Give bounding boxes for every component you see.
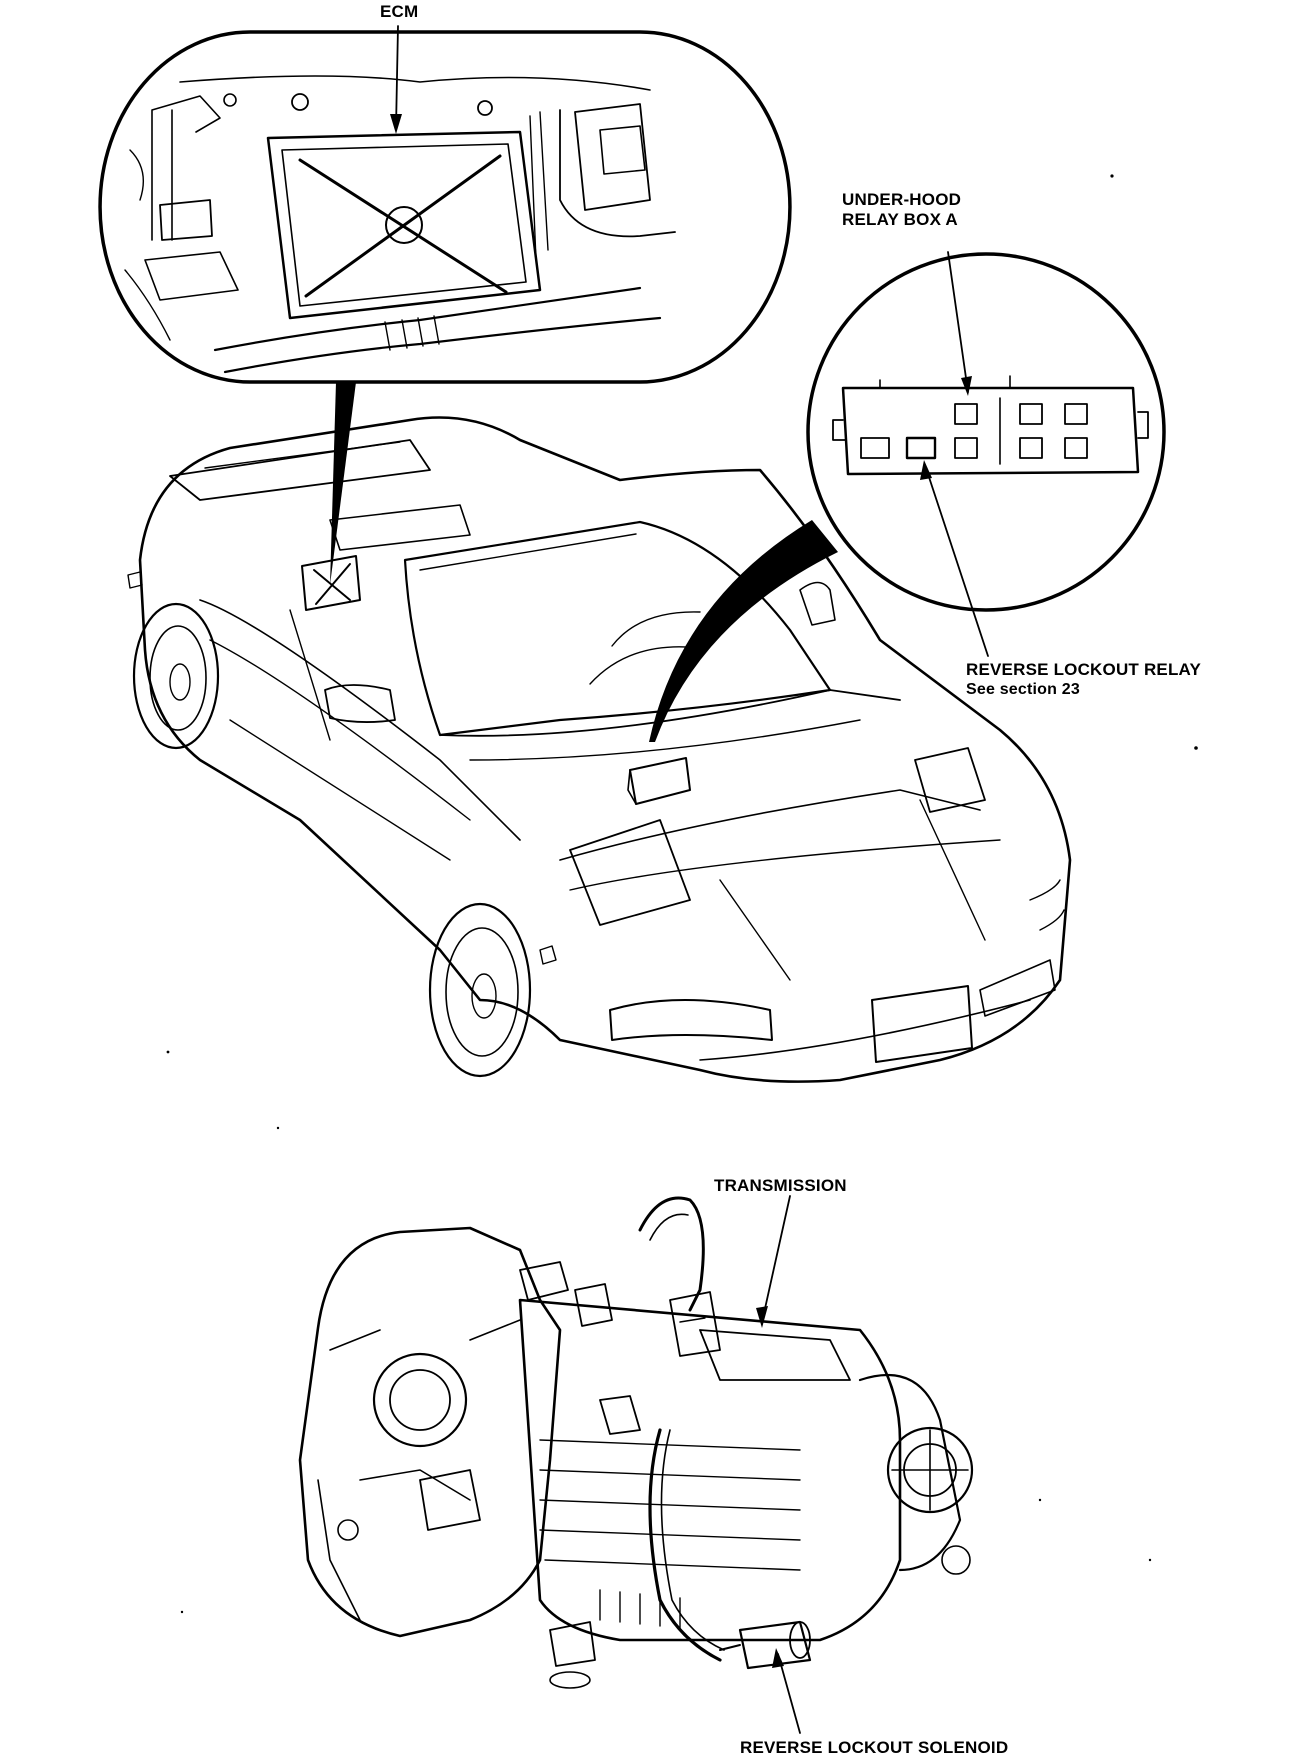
reverse-lockout-relay-note: See section 23 (966, 681, 1080, 698)
rear-wheel (132, 602, 220, 750)
solenoid-leader-line (777, 1653, 801, 1734)
relay-box-label-line2: RELAY BOX A (842, 210, 958, 229)
ecm-detail-outline (98, 30, 792, 384)
windshield (403, 520, 832, 737)
ecm-arrowhead (390, 114, 402, 134)
reverse-lockout-relay-label: REVERSE LOCKOUT RELAY See section 23 (966, 660, 1201, 700)
ecm-leader-line (395, 25, 399, 129)
vehicle-outline (138, 416, 1072, 1083)
scan-specks (166, 174, 1198, 1614)
transmission-label: TRANSMISSION (714, 1176, 847, 1195)
wire-harness (638, 1196, 705, 1312)
ecm-unit (223, 93, 542, 320)
reverse-lockout-solenoid (719, 1620, 812, 1670)
relay-box-location-marker (629, 757, 691, 805)
relay-box-detail-view (649, 251, 1166, 742)
relay-box-detail-pointer (649, 520, 838, 742)
transmission-assembly (298, 1195, 974, 1734)
relay-box-label-line1: UNDER-HOOD (842, 190, 962, 209)
ecm-location-marker (301, 555, 361, 611)
underhood-relay-box (832, 375, 1149, 476)
relay-box-label: UNDER-HOOD RELAY BOX A (842, 190, 961, 230)
side-mirror (324, 684, 396, 723)
license-plate (871, 985, 973, 1063)
relay-box-leader-line (947, 251, 969, 393)
solenoid-arrowhead (772, 1648, 784, 1668)
transmission-leader-line (761, 1195, 791, 1323)
transmission-arrowhead (756, 1306, 768, 1328)
bell-housing (298, 1226, 562, 1638)
reverse-lockout-relay-title: REVERSE LOCKOUT RELAY (966, 660, 1201, 679)
ecm-detail-view (98, 25, 792, 585)
reverse-lockout-solenoid-label: REVERSE LOCKOUT SOLENOID (740, 1738, 1009, 1757)
front-wheel (428, 902, 532, 1078)
ecm-detail-pointer (330, 382, 356, 585)
ecm-label: ECM (380, 2, 419, 21)
vehicle-body (127, 416, 1072, 1083)
relay-box-arrowhead (961, 376, 972, 396)
output-housing (858, 1373, 962, 1572)
reverse-relay-leader-line (924, 464, 989, 657)
reverse-relay-arrowhead (920, 460, 932, 480)
relay-box-detail-outline (806, 252, 1166, 612)
